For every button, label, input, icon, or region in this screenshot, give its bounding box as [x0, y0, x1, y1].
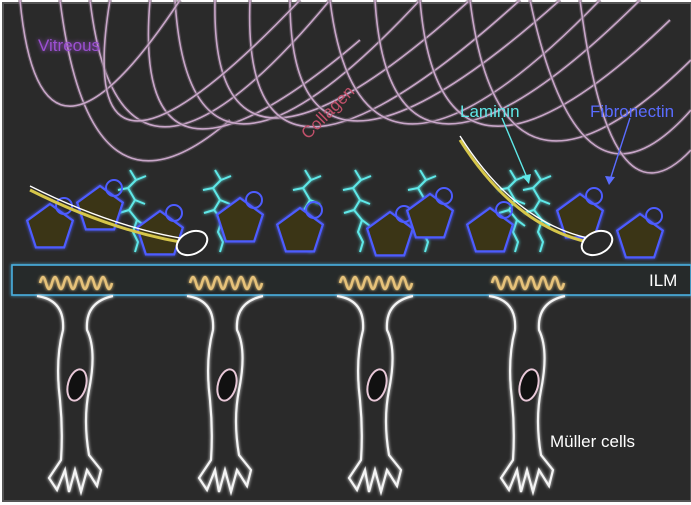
label-vitreous: Vitreous — [38, 36, 100, 55]
label-fibronectin: Fibronectin — [590, 102, 674, 121]
label-laminin: Laminin — [460, 102, 520, 121]
label-ilm: ILM — [649, 271, 677, 290]
ilm-band — [12, 265, 691, 295]
label-muller-cells: Müller cells — [550, 432, 635, 451]
